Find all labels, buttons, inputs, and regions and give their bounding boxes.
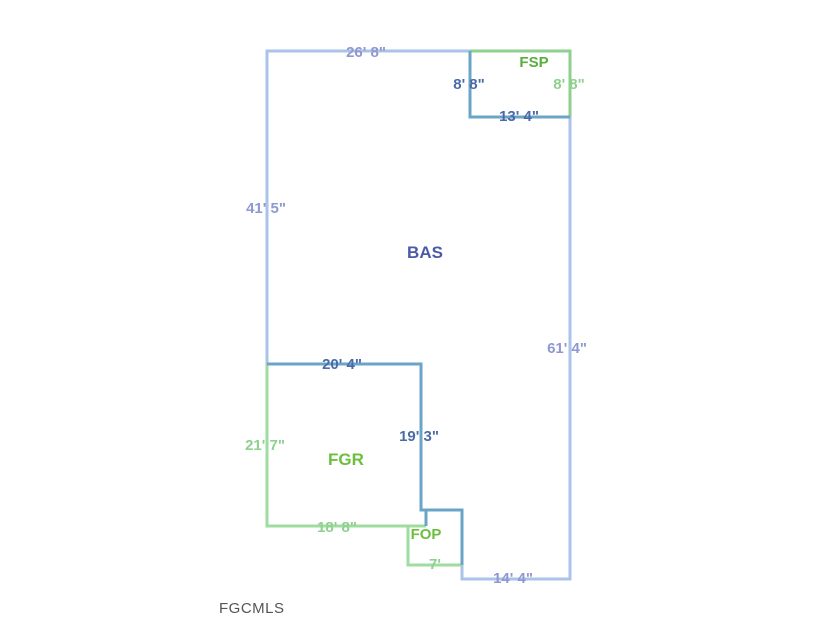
area-label-bas: BAS: [407, 243, 443, 262]
dim-bas-bottom: 14' 4": [493, 570, 533, 587]
source-watermark: FGCMLS: [219, 600, 285, 617]
fgr-outline-shared: [267, 362, 428, 526]
bas-outline: [265, 49, 572, 581]
dim-bas-left: 41' 5": [246, 200, 286, 217]
fgr-outline-green: [265, 364, 426, 528]
fsp-outline: [468, 49, 572, 119]
dim-fgr-top: 20' 4": [322, 356, 362, 373]
fgr-outline: [265, 362, 428, 528]
fop-outline-green: [406, 526, 462, 567]
dim-fsp-right: 8' 8": [553, 76, 585, 93]
area-label-fop: FOP: [411, 526, 442, 543]
bas-outline-path: [265, 49, 470, 364]
area-label-fgr: FGR: [328, 450, 364, 469]
fop-outline-shared: [426, 508, 464, 565]
dim-fgr-left: 21' 7": [245, 437, 285, 454]
fop-outline: [406, 508, 464, 567]
area-label-fsp: FSP: [519, 54, 548, 71]
dim-fgr-bottom: 18' 8": [317, 519, 357, 536]
dim-fsp-left: 8' 8": [453, 76, 485, 93]
fsp-outline-green: [470, 49, 572, 117]
dim-bas-right: 61' 4": [547, 340, 587, 357]
dim-bas-top: 26' 8": [346, 44, 386, 61]
dim-fgr-right: 19' 3": [399, 428, 439, 445]
fsp-outline-shared: [468, 51, 570, 119]
dim-fop-bottom: 7': [429, 556, 441, 573]
dim-fsp-bottom: 13' 4": [499, 108, 539, 125]
